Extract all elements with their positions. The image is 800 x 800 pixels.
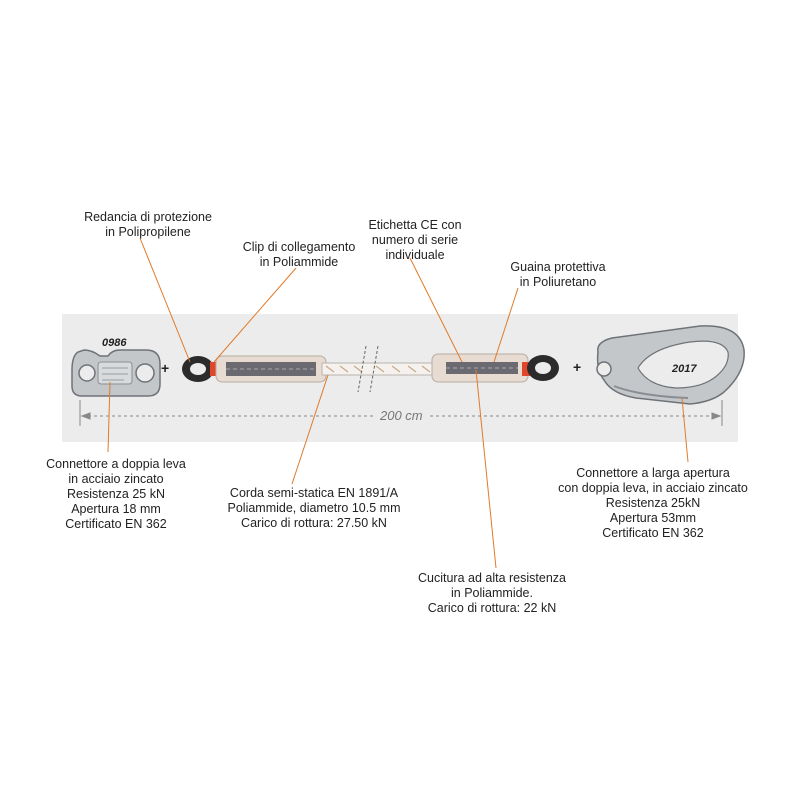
left-sheath	[215, 355, 327, 383]
right-sheath	[431, 353, 529, 383]
label-clip: Clip di collegamento in Poliammide	[242, 240, 356, 269]
leader-connettore-right	[681, 397, 689, 463]
small-connector	[71, 349, 161, 397]
label-cucitura: Cucitura ad alta resistenza in Poliammid…	[418, 571, 566, 615]
leader-redancia	[139, 237, 191, 363]
left-connector-code: 0986	[102, 337, 127, 349]
leader-guaina	[493, 287, 519, 363]
leader-clip	[213, 267, 297, 363]
right-connector-code: 2017	[672, 363, 697, 375]
leader-cucitura	[475, 369, 497, 569]
length-dimension: 200 cm	[376, 408, 427, 423]
label-redancia: Redancia di protezione in Polipropilene	[84, 210, 212, 239]
leader-etichetta	[409, 257, 463, 363]
plus-right: +	[573, 359, 582, 375]
label-etichetta: Etichetta CE con numero di serie individ…	[368, 218, 462, 262]
leader-connettore-left	[107, 381, 111, 453]
leader-lines	[107, 237, 689, 569]
label-connettore-left: Connettore a doppia leva in acciaio zinc…	[46, 457, 186, 531]
right-thimble	[522, 355, 559, 381]
large-connector	[596, 325, 745, 405]
plus-left: +	[161, 360, 170, 376]
left-thimble	[182, 356, 218, 382]
label-guaina: Guaina protettiva in Poliuretano	[510, 260, 606, 289]
leader-corda	[291, 374, 329, 485]
label-corda: Corda semi-statica EN 1891/A Poliammide,…	[227, 486, 401, 530]
label-connettore-right: Connettore a larga apertura con doppia l…	[558, 466, 748, 540]
